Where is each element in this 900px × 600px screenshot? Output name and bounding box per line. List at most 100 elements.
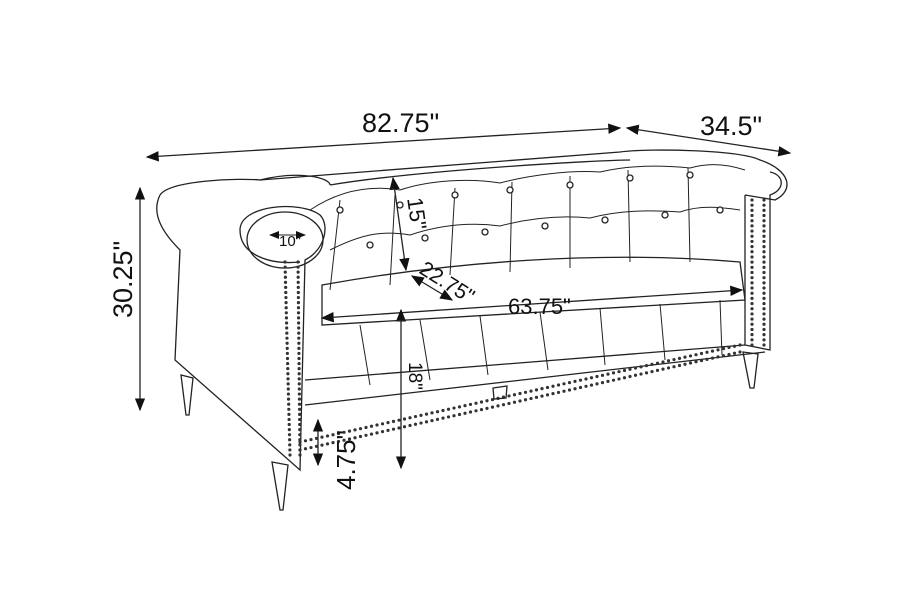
nailhead <box>666 366 671 370</box>
nailhead <box>650 370 654 374</box>
nailhead <box>699 358 704 363</box>
nailhead <box>507 394 511 398</box>
nailhead <box>297 402 302 406</box>
nailhead <box>750 229 754 233</box>
nailhead <box>297 336 301 340</box>
nailhead <box>639 372 643 376</box>
nailhead <box>364 433 368 437</box>
nailhead <box>296 280 300 284</box>
nailhead <box>309 445 313 450</box>
nailhead <box>286 382 290 386</box>
nailhead <box>762 229 766 233</box>
nailhead <box>342 430 346 434</box>
nailhead <box>283 260 287 264</box>
nailhead <box>617 377 621 381</box>
nailhead <box>283 270 287 274</box>
nailhead <box>716 355 720 359</box>
nailhead <box>303 447 308 451</box>
nailhead <box>750 307 754 311</box>
nailhead <box>762 322 766 326</box>
nailhead <box>297 392 301 396</box>
nailhead <box>285 346 289 350</box>
nailhead <box>283 265 287 269</box>
nailhead <box>457 405 462 409</box>
depth-dimension-line <box>625 124 792 157</box>
nailhead <box>633 373 638 377</box>
nailhead <box>297 407 302 411</box>
nailhead <box>567 388 572 392</box>
nailhead <box>297 346 301 350</box>
nailhead <box>297 382 301 386</box>
nailhead <box>297 367 301 371</box>
nailhead <box>507 401 511 406</box>
nailhead <box>762 327 766 332</box>
nailhead <box>424 412 429 416</box>
nailhead <box>762 213 766 218</box>
nailhead <box>762 239 766 244</box>
width-dimension-line <box>145 123 622 162</box>
nailhead <box>750 322 754 326</box>
nailhead <box>705 357 709 361</box>
tufting-pattern <box>309 164 746 386</box>
nailhead <box>694 353 698 357</box>
nailhead <box>628 367 632 371</box>
nailhead <box>750 343 754 347</box>
sofa-back <box>159 149 788 201</box>
nailhead <box>732 351 737 355</box>
nailhead <box>413 414 418 419</box>
nailhead <box>397 418 401 422</box>
nailhead <box>762 265 766 269</box>
nailhead <box>600 373 605 377</box>
nailhead <box>529 396 533 401</box>
left-arm <box>156 194 326 472</box>
nailhead <box>468 402 473 407</box>
nailhead <box>314 444 319 448</box>
nailhead <box>298 448 302 452</box>
nailhead <box>298 422 302 427</box>
nailhead <box>297 326 301 330</box>
nailhead <box>551 384 555 388</box>
nailhead <box>750 312 754 316</box>
front-left-leg <box>271 461 289 511</box>
nailhead <box>430 419 434 423</box>
nailhead <box>750 203 754 207</box>
nailhead <box>762 234 766 238</box>
nailhead <box>430 411 434 415</box>
nailhead <box>762 270 766 275</box>
nailhead <box>408 416 412 420</box>
nailhead <box>589 383 594 387</box>
nailhead <box>661 367 665 371</box>
nailhead <box>750 250 754 254</box>
nailhead <box>391 419 396 423</box>
nailhead <box>331 441 335 445</box>
nailhead <box>750 276 754 280</box>
nailhead <box>435 417 440 421</box>
nailhead <box>474 401 478 405</box>
nailhead <box>435 410 440 414</box>
nailhead <box>562 389 566 393</box>
nailhead <box>298 417 302 422</box>
nailhead <box>380 422 385 426</box>
nailhead <box>644 371 649 375</box>
nailhead <box>287 433 292 437</box>
nailhead-trim <box>283 198 766 457</box>
overall-depth-label: 34.5" <box>700 111 763 141</box>
nailhead <box>595 382 599 386</box>
nailhead <box>694 360 698 364</box>
nailhead <box>286 387 290 391</box>
nailhead <box>762 245 766 249</box>
nailhead <box>523 390 528 394</box>
nailhead <box>622 376 627 380</box>
nailhead <box>474 409 478 413</box>
nailhead <box>331 433 335 437</box>
back-left-leg <box>180 374 194 416</box>
nailhead <box>320 435 324 439</box>
nailhead <box>296 295 300 300</box>
nailhead <box>545 393 550 397</box>
nailhead <box>545 385 550 390</box>
nailhead <box>750 327 754 332</box>
nailhead <box>762 260 766 264</box>
nailhead <box>463 411 467 415</box>
nailhead <box>297 361 301 366</box>
